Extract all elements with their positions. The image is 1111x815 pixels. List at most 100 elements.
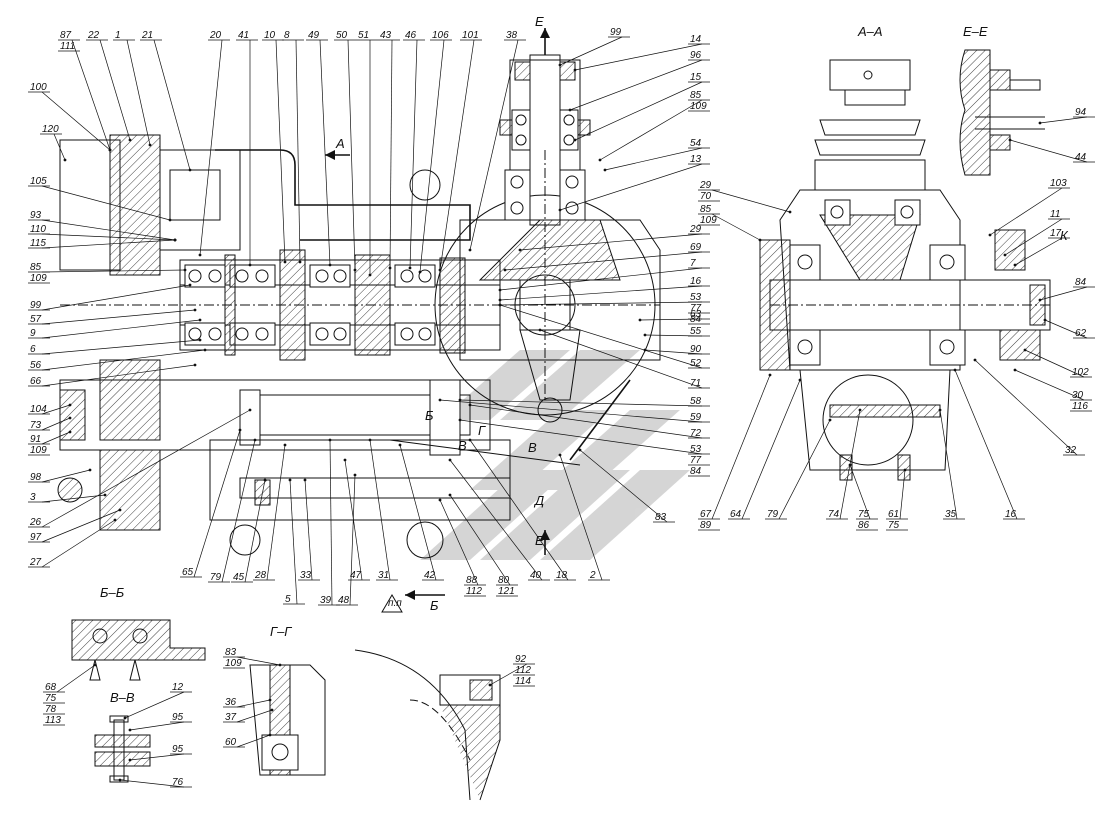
callout-73: 73 xyxy=(28,416,72,431)
callout-27: 27 xyxy=(28,518,117,568)
callout-number: 33 xyxy=(300,570,312,581)
callout-sub-number: 112 xyxy=(515,665,531,676)
callout-number: 84 xyxy=(1075,277,1087,288)
leader-dot xyxy=(568,108,572,112)
leader-dot xyxy=(498,303,502,307)
callout-43: 43 xyxy=(378,30,400,270)
callout-number: 50 xyxy=(336,30,348,41)
leader-line xyxy=(1024,349,1085,378)
callout-number: 100 xyxy=(30,82,47,93)
callout-number: 27 xyxy=(29,557,42,568)
callout-9: 9 xyxy=(28,318,202,339)
callout-number: 29 xyxy=(699,180,712,191)
leader-line xyxy=(53,133,66,161)
callout-number: 17 xyxy=(1050,228,1062,239)
leader-dot xyxy=(270,708,274,712)
callout-50: 50 xyxy=(334,30,357,272)
leader-line xyxy=(244,479,266,583)
callout-number: 75 xyxy=(858,509,870,520)
leader-line xyxy=(559,163,703,211)
leader-line xyxy=(1009,139,1088,163)
callout-number: 42 xyxy=(424,570,436,581)
leader-line xyxy=(329,439,333,606)
leader-dot xyxy=(558,453,562,457)
title-vv: В–В xyxy=(110,690,135,705)
callout-number: 91 xyxy=(30,434,41,445)
leader-line xyxy=(349,474,356,606)
callout-number: 64 xyxy=(730,509,742,520)
marker-k: К xyxy=(1060,228,1069,243)
leader-line xyxy=(469,404,703,439)
leader-line xyxy=(319,39,331,266)
leader-dot xyxy=(173,238,177,242)
left-bearing-housing xyxy=(99,359,161,441)
leader-dot xyxy=(168,218,172,222)
callout-5: 5 xyxy=(283,478,305,605)
leader-dot xyxy=(113,518,117,522)
callout-number: 55 xyxy=(690,326,702,337)
leader-line xyxy=(989,187,1063,236)
leader-dot xyxy=(468,403,472,407)
leader-line xyxy=(499,267,703,291)
section-ee-view xyxy=(959,49,1045,176)
aa-lower-gear xyxy=(822,374,914,466)
callout-54: 54 xyxy=(603,138,710,172)
aa-right-cap-bottom xyxy=(999,329,1041,361)
callout-number: 65 xyxy=(182,567,194,578)
leader-line xyxy=(41,417,71,431)
bb-plate xyxy=(71,619,206,661)
callout-12: 12 xyxy=(123,682,192,720)
callout-64: 64 xyxy=(728,378,802,520)
callout-18: 18 xyxy=(468,438,576,581)
leader-line xyxy=(459,419,703,455)
ee-wall xyxy=(959,49,991,176)
leader-line xyxy=(559,36,623,66)
callout-45: 45 xyxy=(231,478,267,583)
leader-line xyxy=(41,509,121,543)
callout-number: 46 xyxy=(405,30,417,41)
leader-line xyxy=(119,779,185,788)
callout-number: 48 xyxy=(338,595,350,606)
callout-28: 28 xyxy=(253,443,287,581)
aa-bearings xyxy=(789,199,966,366)
leader-dot xyxy=(103,493,107,497)
callout-56: 56 xyxy=(28,348,207,371)
leader-line xyxy=(539,329,703,389)
leader-line xyxy=(41,319,201,339)
lower-flange xyxy=(99,449,161,531)
leader-dot xyxy=(458,418,462,422)
callout-sub-number: 116 xyxy=(1072,401,1088,412)
leader-dot xyxy=(1038,121,1042,125)
callout-number: 61 xyxy=(888,509,899,520)
vv-bolt xyxy=(113,719,125,781)
leader-dot xyxy=(408,266,412,270)
leader-dot xyxy=(118,778,122,782)
output-shaft-housing xyxy=(509,59,581,221)
leader-line xyxy=(574,81,703,141)
callout-number: 11 xyxy=(1050,209,1060,220)
callout-number: 97 xyxy=(30,532,42,543)
leader-line xyxy=(221,439,256,583)
leader-dot xyxy=(903,468,907,472)
callout-number: 44 xyxy=(1075,152,1087,163)
callout-number: 85 xyxy=(690,90,702,101)
leader-line xyxy=(711,374,771,520)
callout-16: 16 xyxy=(953,368,1025,520)
leader-dot xyxy=(68,403,72,407)
callout-number: 43 xyxy=(380,30,392,41)
leader-line xyxy=(849,464,871,520)
callout-17: 17 xyxy=(1013,228,1070,267)
aa-lower-rod xyxy=(829,404,941,418)
callout-number: 57 xyxy=(30,314,42,325)
callout-49: 49 xyxy=(306,30,332,267)
leader-dot xyxy=(63,158,67,162)
leader-dot xyxy=(438,268,442,272)
leader-line xyxy=(599,99,703,161)
leader-line xyxy=(569,59,703,111)
callout-60: 60 xyxy=(223,733,272,748)
leader-dot xyxy=(758,238,762,242)
